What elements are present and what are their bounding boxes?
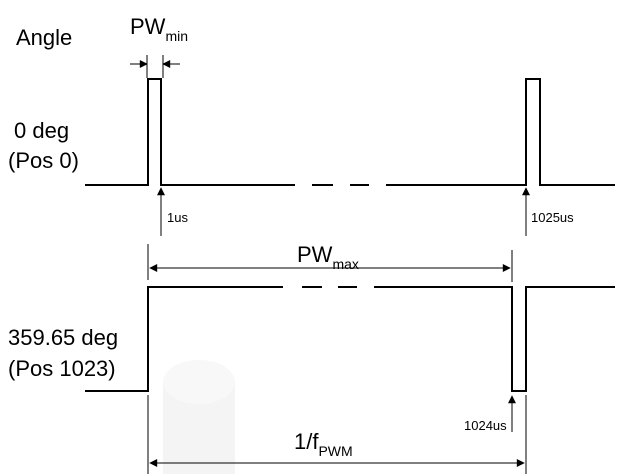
- marker-1024us-label: 1024us: [464, 418, 507, 433]
- top-angle-label: 0 deg: [14, 118, 69, 143]
- pw-max-label: PWmax: [297, 242, 359, 272]
- angle-heading: Angle: [16, 25, 72, 50]
- pw-min-arrows: [130, 55, 180, 78]
- period-dimension: [147, 395, 527, 474]
- top-position-label: (Pos 0): [8, 148, 79, 173]
- marker-1025us-label: 1025us: [531, 210, 574, 225]
- top-waveform: [85, 78, 615, 186]
- period-label: 1/fPWM: [294, 429, 353, 459]
- bottom-angle-label: 359.65 deg: [8, 325, 118, 350]
- pw-min-label: PWmin: [130, 14, 188, 44]
- bottom-position-label: (Pos 1023): [8, 356, 116, 381]
- marker-1us-label: 1us: [167, 210, 188, 225]
- pw-max-dimension: [147, 244, 513, 282]
- background-cylinder-shape: [163, 360, 235, 474]
- bottom-waveform: [85, 286, 615, 392]
